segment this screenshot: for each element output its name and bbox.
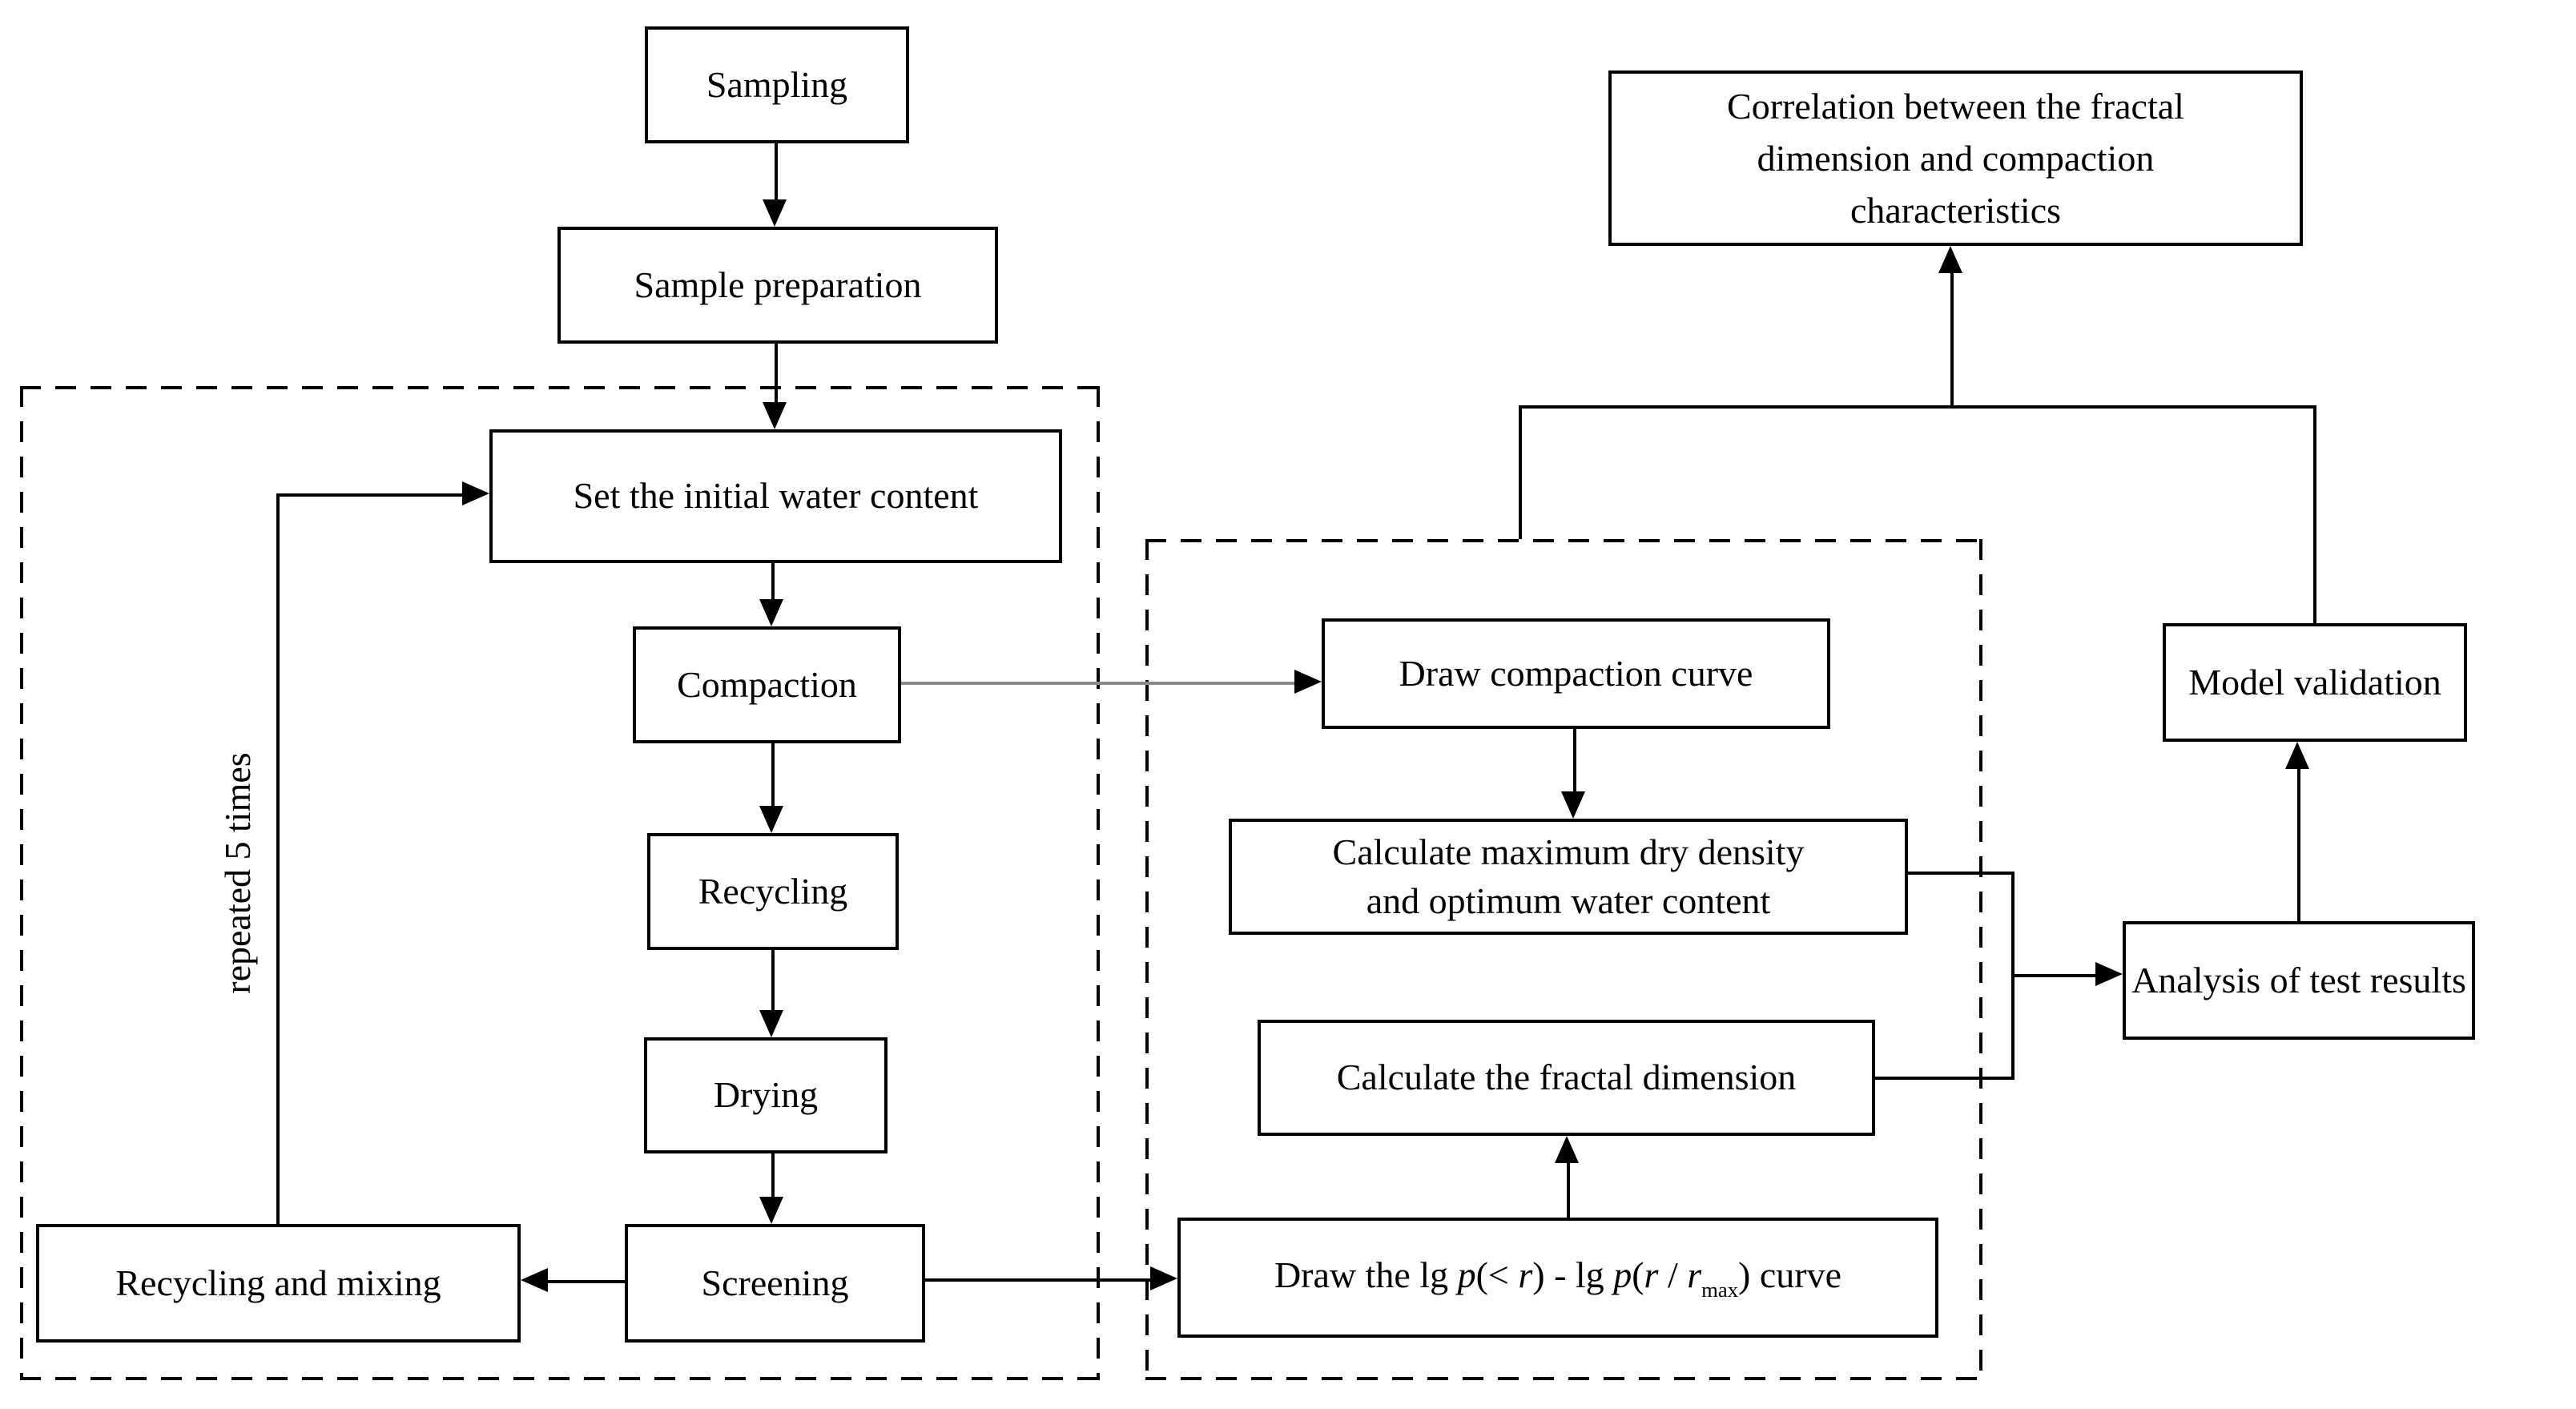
analysis-label: Analysis of test results [2131,959,2466,1000]
formula-text: Draw the lg p(< r) - lg p(r / rmax) curv… [1274,1251,1841,1304]
sampling-label: Sampling [706,63,848,105]
formula-t6: ) curve [1738,1254,1842,1295]
stub-calcmaxdry-right [1908,872,2015,875]
line-drawcurve-to-calcmaxdry [1573,729,1576,791]
analysis-box: Analysis of test results [2123,921,2475,1040]
formula-r3: r [1687,1254,1702,1295]
screening-box: Screening [625,1224,925,1343]
calc-fractal-box: Calculate the fractal dimension [1258,1020,1875,1136]
riser-model-validation-to-bar [2313,407,2316,623]
draw-lg-curve-box: Draw the lg p(< r) - lg p(r / rmax) curv… [1177,1218,1938,1338]
formula-sub-max: max [1701,1277,1739,1302]
correlation-box: Correlation between the fractal dimensio… [1608,70,2303,246]
arrowhead-into-draw-compaction-curve [1294,670,1322,694]
gray-line-compaction-to-drawcurve [901,682,1294,685]
arrowhead-into-analysis [2095,962,2123,986]
calc-max-dry-line1: Calculate maximum dry density [1332,831,1805,872]
left-dashed-bottom-border [20,1377,1100,1380]
arrowhead-into-model-validation [2285,742,2309,769]
formula-r1: r [1518,1254,1533,1295]
riser-bar-to-correlation [1950,273,1954,407]
middle-dashed-top-border [1145,539,1982,542]
calc-max-dry-box: Calculate maximum dry density and optimu… [1229,819,1908,935]
screening-label: Screening [701,1262,849,1303]
formula-t5: / [1658,1254,1688,1295]
middle-dashed-left-border [1145,539,1149,1377]
sampling-box: Sampling [645,26,909,143]
arrowhead-into-recycling [759,806,783,833]
line-preparation-to-setwater [775,344,778,404]
recycling-and-mixing-box: Recycling and mixing [36,1224,521,1343]
left-dashed-right-border [1097,386,1100,1380]
formula-r2: r [1644,1254,1659,1295]
calc-max-dry-line2: and optimum water content [1366,880,1771,921]
arrowhead-into-drying [759,1010,783,1037]
arrowhead-into-calc-fractal [1555,1136,1579,1163]
line-analysis-to-model-validation [2297,769,2300,921]
correlation-line3: characteristics [1849,190,2062,231]
sample-preparation-box: Sample preparation [557,227,998,344]
model-validation-box: Model validation [2163,623,2467,742]
line-screening-to-draw-lg [925,1278,1150,1282]
recycling-box: Recycling [647,833,899,950]
draw-compaction-curve-label: Draw compaction curve [1399,652,1753,694]
model-validation-label: Model validation [2188,661,2441,702]
line-screening-to-recycling-mixing [548,1280,625,1283]
compaction-box: Compaction [633,626,901,743]
left-dashed-top-border [20,386,1100,389]
arrowhead-into-recycling-mixing [521,1268,548,1292]
calc-fractal-label: Calculate the fractal dimension [1336,1057,1797,1098]
arrowhead-feedback-into-set-initial-water [462,481,489,505]
arrowhead-into-set-initial-water [763,402,787,429]
middle-dashed-right-border [1979,539,1982,1377]
correlation-line2: dimension and compaction [1757,137,2155,179]
arrowhead-into-screening [759,1197,783,1224]
left-dashed-left-border [20,386,23,1380]
sample-preparation-label: Sample preparation [634,264,922,305]
recycling-label: Recycling [698,870,848,912]
middle-dashed-bottom-border [1145,1377,1982,1380]
arrowhead-into-compaction [759,599,783,626]
line-drying-to-screening [771,1153,775,1198]
formula-t4: ( [1632,1254,1644,1295]
drying-label: Drying [713,1074,819,1116]
compaction-label: Compaction [677,663,857,705]
repeated-5-times-note: repeated 5 times [217,752,258,994]
line-sampling-to-preparation [775,143,778,201]
formula-t3: ) - lg [1532,1254,1614,1295]
stub-calcfractal-right [1875,1077,2015,1080]
feedback-top-line [276,493,462,497]
line-compaction-to-recycling [771,743,775,807]
feedback-riser-line [276,493,280,1224]
arrowhead-into-sample-preparation [763,199,787,227]
arrowhead-into-calc-max-dry [1561,791,1585,819]
arrowhead-into-draw-lg-curve [1150,1266,1177,1290]
correlation-line1: Correlation between the fractal [1727,85,2184,127]
formula-t1: Draw the lg [1274,1254,1458,1295]
set-initial-water-box: Set the initial water content [489,429,1062,563]
line-drawlg-to-calcfractal [1567,1161,1570,1218]
arrowhead-into-correlation [1938,246,1962,273]
line-setwater-to-compaction [771,563,775,601]
formula-p2: p [1613,1254,1632,1295]
merge-bar [1519,405,2316,409]
set-initial-water-label: Set the initial water content [573,475,979,517]
drop-bar-to-middle-group [1519,407,1522,539]
line-bracket-to-analysis [2013,974,2095,977]
drying-box: Drying [644,1037,888,1153]
draw-compaction-curve-box: Draw compaction curve [1322,618,1830,729]
line-recycling-to-drying [771,950,775,1012]
formula-t2: (< [1475,1254,1519,1295]
recycling-and-mixing-label: Recycling and mixing [115,1262,441,1303]
formula-p1: p [1457,1254,1476,1295]
